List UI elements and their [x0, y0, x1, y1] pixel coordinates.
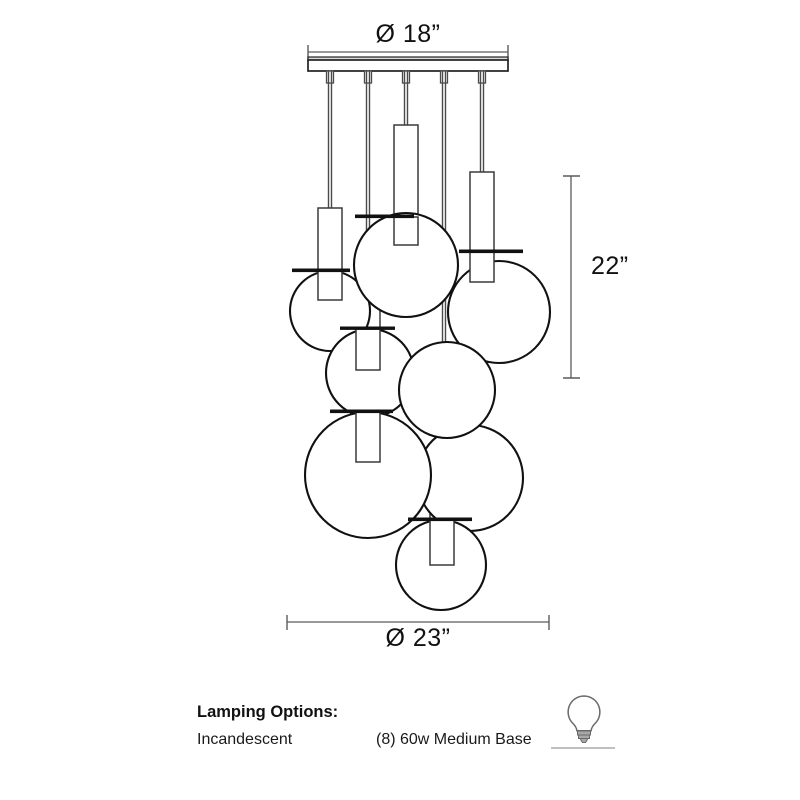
globe-5 [397, 340, 497, 440]
mount-ring [292, 268, 350, 273]
overall-height-label: 22” [591, 252, 629, 280]
lamping-options-heading: Lamping Options: [197, 703, 338, 721]
canopy-diameter-dimension: Ø 18” [307, 20, 509, 60]
socket-tube-front [355, 328, 381, 371]
mount-ring [459, 249, 523, 254]
canopy-plate [307, 56, 509, 72]
cluster-diameter-dimension: Ø 23” [286, 615, 550, 652]
light-bulb-icon [567, 695, 601, 743]
socket-tube-front [393, 216, 419, 246]
lamping-source-label: Incandescent [197, 731, 293, 748]
lamping-options-section: Lamping Options: Incandescent (8) 60w Me… [197, 695, 615, 749]
socket-mount-rings [292, 214, 523, 522]
overall-height-dimension: 22” [563, 175, 629, 379]
mount-ring [330, 409, 393, 414]
mount-ring [408, 517, 472, 522]
lamping-spec-label: (8) 60w Medium Base [376, 731, 532, 748]
socket-tube-front [317, 270, 343, 301]
globe-3 [446, 259, 552, 365]
globe-7 [415, 423, 525, 533]
socket-tube-front [469, 251, 495, 283]
socket-tube [393, 124, 419, 218]
mount-ring [340, 326, 395, 330]
socket-tube-front [429, 519, 455, 566]
canopy-diameter-label: Ø 18” [375, 20, 440, 48]
glass-globes [288, 211, 552, 612]
socket-tubes-front [317, 216, 495, 566]
mount-ring [355, 214, 414, 219]
socket-tube-front [355, 411, 381, 463]
socket-tube [469, 171, 495, 253]
cord-collars [325, 70, 487, 84]
globe-1 [352, 211, 460, 319]
cluster-diameter-label: Ø 23” [385, 624, 450, 652]
